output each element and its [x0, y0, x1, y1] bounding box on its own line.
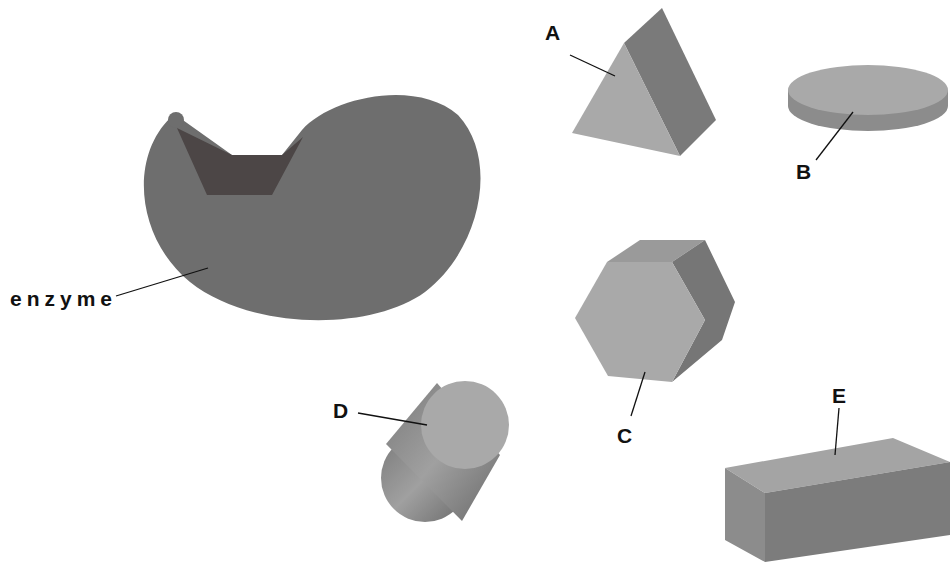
cylinder	[381, 381, 509, 522]
triangle-prism	[572, 8, 716, 156]
enzyme-shape	[144, 95, 481, 320]
part-label: enzyme	[10, 288, 117, 309]
rectangular-box	[725, 438, 950, 562]
shape-letter: E	[832, 385, 846, 406]
shape-letter: B	[796, 161, 811, 182]
shape-letter: A	[545, 22, 560, 43]
disc	[788, 65, 948, 131]
shape-letter: C	[617, 425, 632, 446]
shape-letter: D	[333, 400, 348, 421]
hexagonal-prism	[575, 240, 735, 382]
leader-lines	[116, 55, 853, 455]
